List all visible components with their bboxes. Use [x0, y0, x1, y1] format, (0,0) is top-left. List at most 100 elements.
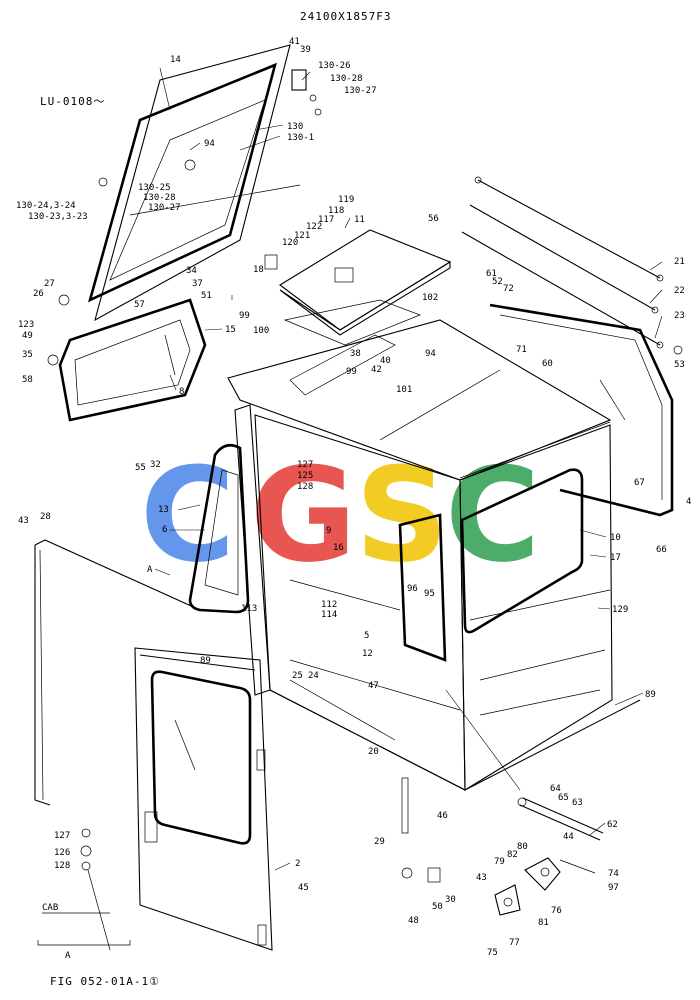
part-label: 53	[674, 360, 685, 370]
part-label: 130-27	[148, 203, 181, 213]
part-labels: 14 41 39 130-26 130-28 130-27 94 130 130…	[16, 37, 691, 958]
part-label: 72	[503, 284, 514, 294]
part-label: 128	[54, 861, 70, 871]
part-label: 15	[225, 325, 236, 335]
part-label: 51	[201, 291, 212, 301]
part-label: 43	[18, 516, 29, 526]
loose-hardware	[47, 254, 683, 951]
part-label: 117	[318, 215, 334, 225]
part-label: 6	[162, 525, 167, 535]
part-label: 71	[516, 345, 527, 355]
part-label: 130-28	[143, 193, 176, 203]
tie-rods	[461, 176, 664, 349]
part-label: 37	[192, 279, 203, 289]
part-label: 13	[158, 505, 169, 515]
part-label: 62	[607, 820, 618, 830]
part-label: 75	[487, 948, 498, 958]
part-label: 42	[371, 365, 382, 375]
watermark: C G S C	[140, 439, 540, 591]
part-label: 65	[558, 793, 569, 803]
roof-hatch	[279, 229, 452, 346]
part-label: 24	[308, 671, 319, 681]
part-label: 39	[300, 45, 311, 55]
part-label: 118	[328, 206, 344, 216]
right-side-window	[489, 303, 674, 517]
part-label: 21	[674, 257, 685, 267]
part-label: 130-27	[344, 86, 377, 96]
part-label: 2	[295, 859, 300, 869]
part-label: 18	[253, 265, 264, 275]
part-label: 40	[380, 356, 391, 366]
part-label: 127	[297, 460, 313, 470]
leader-lines	[154, 71, 663, 871]
part-label: 82	[507, 850, 518, 860]
part-label: 20	[368, 747, 379, 757]
serial-note: LU-0108～	[40, 95, 105, 108]
part-label: 47	[368, 681, 379, 691]
part-label: 67	[634, 478, 645, 488]
part-label: 49	[22, 331, 33, 341]
watermark-letter-g: G	[250, 439, 357, 591]
part-label: 121	[294, 231, 310, 241]
part-label: 66	[656, 545, 667, 555]
part-label: 129	[612, 605, 628, 615]
part-label: 100	[253, 326, 269, 336]
grab-rail	[34, 539, 201, 806]
part-label: 128	[297, 482, 313, 492]
part-label: 26	[33, 289, 44, 299]
watermark-letter-c1: C	[140, 439, 235, 591]
part-label: 102	[422, 293, 438, 303]
part-label: 76	[551, 906, 562, 916]
part-label: 101	[396, 385, 412, 395]
part-label: 80	[517, 842, 528, 852]
part-label: 4	[686, 497, 691, 507]
part-label: 112	[321, 600, 337, 610]
part-label: 79	[494, 857, 505, 867]
part-label: 81	[538, 918, 549, 928]
figure-caption: FIG 052-01A-1①	[50, 975, 160, 988]
part-label: 95	[424, 589, 435, 599]
part-label: 97	[608, 883, 619, 893]
part-label: 5	[364, 631, 369, 641]
part-label: 9	[326, 526, 331, 536]
view-a-bracket: A CAB	[37, 903, 131, 961]
drawing-number: 24100X1857F3	[300, 10, 391, 23]
door-damper	[517, 797, 604, 841]
part-label: 11	[354, 215, 365, 225]
part-label: 130-28	[330, 74, 363, 84]
part-label: 60	[542, 359, 553, 369]
part-label: 130	[287, 122, 303, 132]
part-label: 99	[346, 367, 357, 377]
part-label: 44	[563, 832, 574, 842]
front-upper-window-frame	[87, 44, 301, 322]
part-label: 57	[134, 300, 145, 310]
part-label: 122	[306, 222, 322, 232]
part-label: 27	[44, 279, 55, 289]
part-label: 119	[338, 195, 354, 205]
part-label: 130-1	[287, 133, 314, 143]
part-label: 28	[40, 512, 51, 522]
part-label: 30	[445, 895, 456, 905]
part-label: 130-26	[318, 61, 351, 71]
part-label: 114	[321, 610, 337, 620]
cab-label: CAB	[42, 903, 58, 913]
part-label: 34	[186, 266, 197, 276]
part-label: 56	[428, 214, 439, 224]
part-label: 35	[22, 350, 33, 360]
part-label: 89	[200, 656, 211, 666]
part-label: 96	[407, 584, 418, 594]
cab-door	[134, 647, 273, 951]
part-label: 127	[54, 831, 70, 841]
part-label: 74	[608, 869, 619, 879]
view-a-label: A	[65, 951, 71, 961]
part-label: 48	[408, 916, 419, 926]
part-label: 43	[476, 873, 487, 883]
part-label: 55	[135, 463, 146, 473]
part-label: 94	[204, 139, 215, 149]
part-label: 22	[674, 286, 685, 296]
part-label: 61	[486, 269, 497, 279]
part-label: 23	[674, 311, 685, 321]
upper-hinge-bracket	[291, 69, 322, 116]
